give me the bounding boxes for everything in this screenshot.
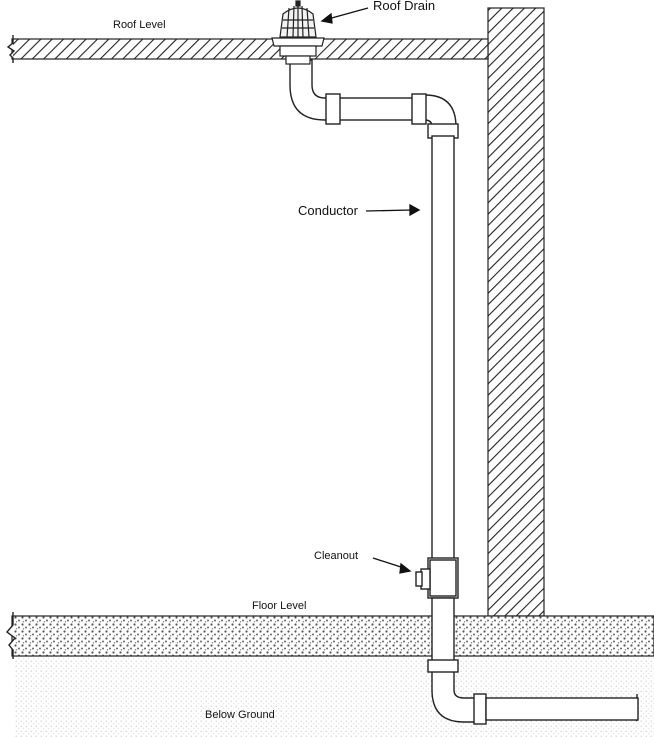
leader-arrows [320,7,421,574]
floor-break-symbol [5,612,17,659]
roof-drain [271,0,325,65]
conductor-label: Conductor [298,203,358,218]
floor-slab [11,615,654,657]
building-wall [487,7,545,617]
roof-drain-label: Roof Drain [373,0,436,13]
floor-level-label: Floor Level [252,600,307,612]
cleanout-label: Cleanout [314,550,359,562]
roof-drain-leader [327,7,369,20]
roof-slab [11,38,489,60]
cleanout-leader [372,557,405,569]
roof-level-label: Roof Level [113,19,166,31]
conductor-pipe [289,59,639,725]
below-ground-label: Below Ground [205,709,275,721]
conductor-leader [365,209,413,212]
roof-break-symbol [6,35,16,63]
below-ground-area [14,656,654,737]
